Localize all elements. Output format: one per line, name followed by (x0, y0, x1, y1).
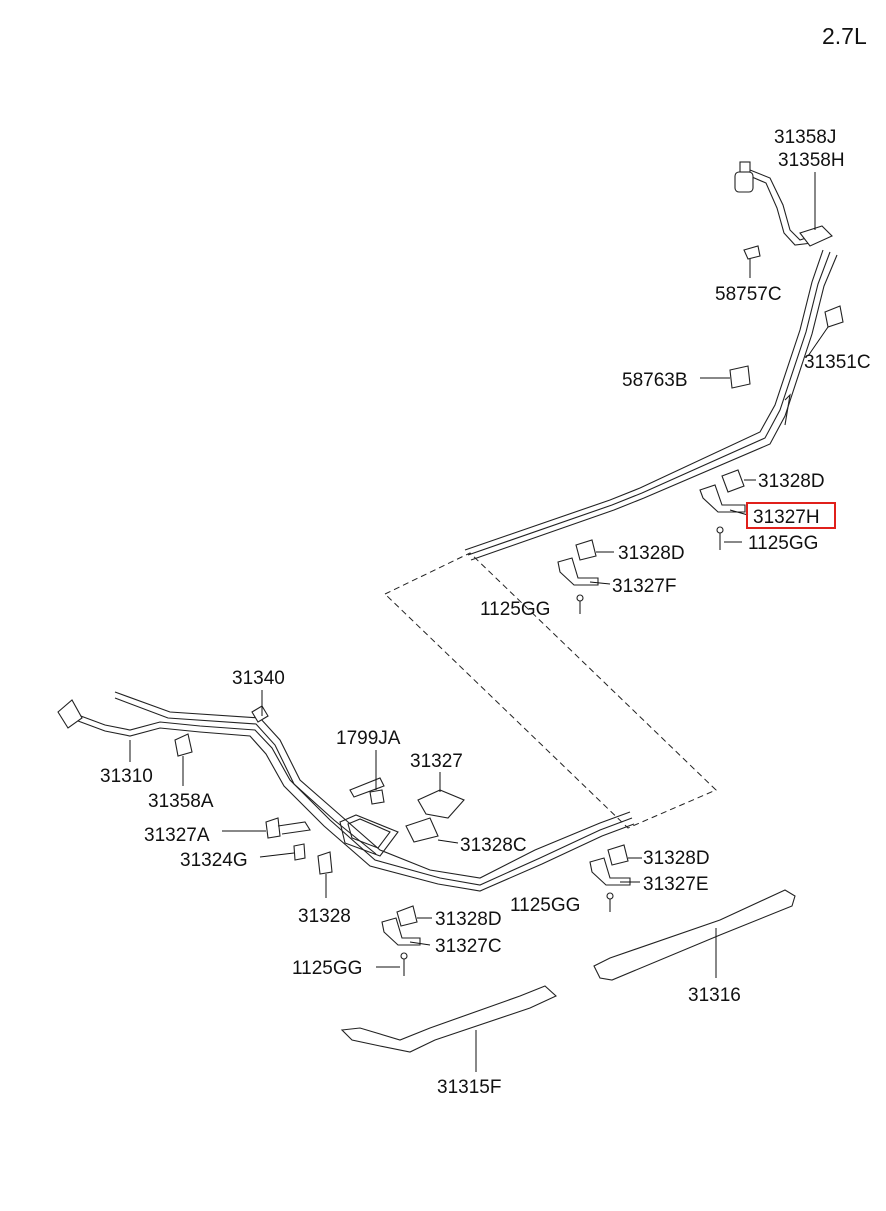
label-31328D-a: 31328D (758, 471, 825, 492)
label-1125GG-c: 1125GG (510, 895, 580, 916)
label-31315F: 31315F (437, 1077, 501, 1098)
clip-58763B-part (729, 365, 751, 389)
engine-label: 2.7L (822, 23, 867, 49)
clip-58757C-part (743, 245, 761, 260)
label-1799JA: 1799JA (336, 728, 401, 749)
clip-31324G-part (293, 843, 306, 861)
upper-fuel-line (464, 161, 838, 561)
label-31327C: 31327C (435, 936, 502, 957)
clip-31328D-c-part (607, 844, 629, 866)
label-31328D-c: 31328D (643, 848, 710, 869)
label-31358A: 31358A (148, 791, 214, 812)
label-31327H: 31327H (753, 507, 820, 528)
lower-clips (129, 690, 642, 976)
clip-31328D-b-part (575, 539, 597, 561)
bracket-31327A-part (265, 817, 281, 839)
label-31328D-b: 31328D (618, 543, 685, 564)
protectors (340, 889, 796, 1072)
junction-block-31358-part (799, 225, 833, 247)
label-31340: 31340 (232, 668, 285, 689)
label-31316: 31316 (688, 985, 741, 1006)
label-31358J: 31358J (774, 127, 836, 148)
label-1125GG-b: 1125GG (480, 599, 550, 620)
hose-cap-part (734, 171, 754, 193)
clip-31328-part (317, 851, 333, 875)
upper-clips (557, 245, 844, 614)
label-1125GG-a: 1125GG (748, 533, 818, 554)
section-connector-dashed-outline (384, 552, 717, 829)
clip-31358A-part (174, 733, 193, 757)
protector-31316-part (593, 889, 796, 981)
clip-31328C-part (405, 817, 439, 843)
bracket-31327F-part (557, 557, 599, 586)
label-58763B: 58763B (622, 370, 688, 391)
clip-31328D-d-part (396, 905, 418, 927)
label-31324G: 31324G (180, 850, 248, 871)
label-1125GG-d: 1125GG (292, 958, 362, 979)
label-31328D-d: 31328D (435, 909, 502, 930)
connector-31340-part (251, 705, 269, 723)
lower-fuel-line (57, 691, 635, 892)
label-31327: 31327 (410, 751, 463, 772)
label-31351C: 31351C (804, 352, 871, 373)
label-31310: 31310 (100, 766, 153, 787)
highlight-box-31327H (746, 502, 836, 529)
clip-31328D-part (721, 469, 745, 493)
clip-31351C-part (824, 305, 844, 328)
bracket-31327H-part (699, 484, 746, 513)
label-31327F: 31327F (612, 576, 676, 597)
hose-fitting-part (739, 161, 751, 173)
clip-31327-part (417, 789, 465, 819)
label-31327A: 31327A (144, 825, 210, 846)
protector-31315F-part (340, 985, 557, 1053)
label-31327E: 31327E (643, 874, 709, 895)
front-fitting-31310-part (57, 699, 83, 729)
bracket-31327C-part (381, 917, 421, 946)
label-31358H: 31358H (778, 150, 845, 171)
label-58757C: 58757C (715, 284, 782, 305)
label-31328C: 31328C (460, 835, 527, 856)
label-31328: 31328 (298, 906, 351, 927)
